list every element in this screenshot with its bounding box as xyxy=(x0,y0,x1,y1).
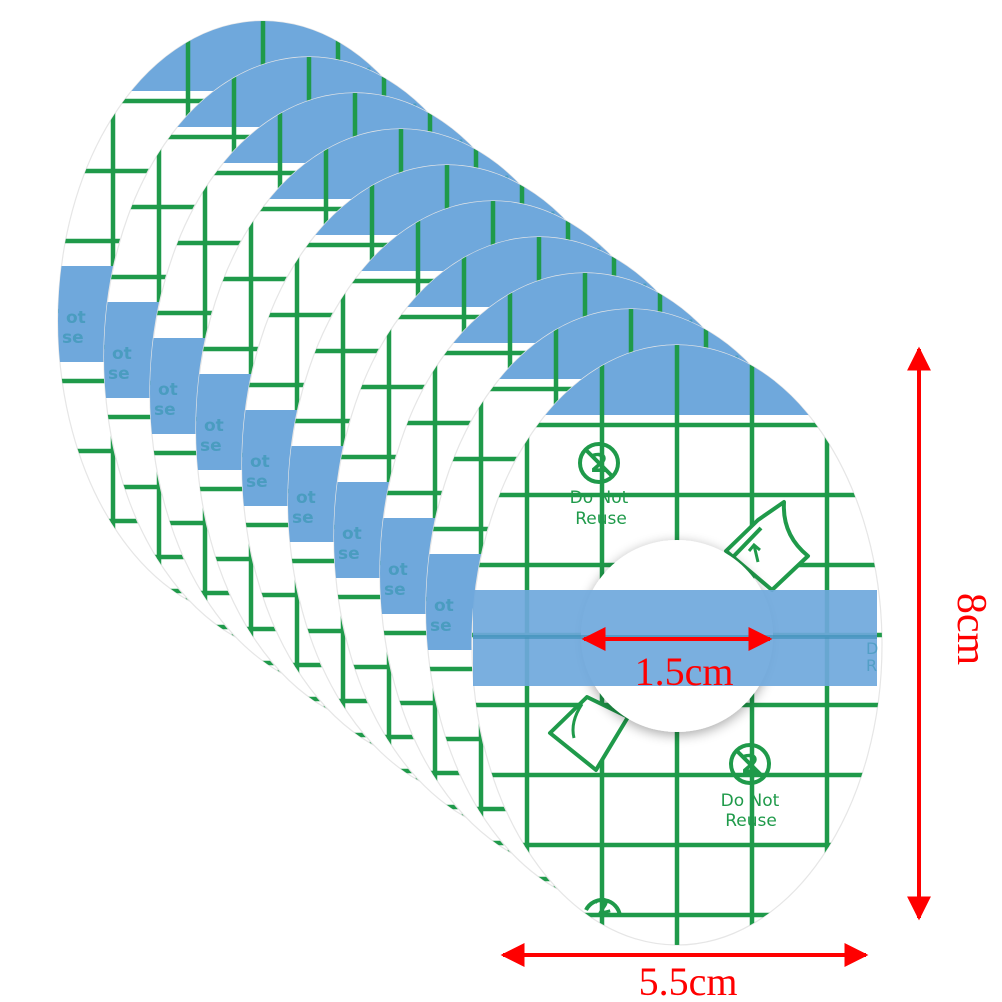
svg-text:2: 2 xyxy=(593,893,614,921)
width-dimension: 5.5cm xyxy=(500,943,869,1002)
do-not-text: Do Not xyxy=(721,791,780,811)
band-fragment-text: ot xyxy=(204,416,224,436)
pad-width-label: 1.5cm xyxy=(635,649,734,694)
no-reuse-label-bottom: 2 Do Not Reuse xyxy=(721,743,780,831)
band-fragment-text: se xyxy=(246,472,268,492)
height-label: 8cm xyxy=(948,593,994,666)
width-label: 5.5cm xyxy=(639,959,738,1002)
no-reuse-icon: 2 xyxy=(578,442,620,484)
band-fragment-text: se xyxy=(430,616,452,636)
reuse-text: Reuse xyxy=(575,509,627,529)
band-fragment-text: ot xyxy=(250,452,270,472)
reuse-text: Reuse xyxy=(725,811,777,831)
band-fragment-text: se xyxy=(384,580,406,600)
front-patch-details: 2 Do Not Reuse 2 Do Not Reuse 2 xyxy=(473,442,878,922)
band-fragment-text: D xyxy=(866,639,878,658)
band-fragment-text: se xyxy=(62,328,84,348)
peel-tab-icon xyxy=(724,500,810,592)
band-fragment-text: ot xyxy=(388,560,408,580)
do-not-text: Do Not xyxy=(570,488,629,508)
height-dimension: 8cm xyxy=(907,346,994,921)
band-fragment-text: se xyxy=(200,436,222,456)
no-reuse-label-top: 2 Do Not Reuse xyxy=(570,442,629,529)
band-fragment-text: ot xyxy=(434,596,454,616)
band-fragment-text: ot xyxy=(296,488,316,508)
band-fragment-text: ot xyxy=(112,344,132,364)
band-fragment-text: se xyxy=(292,508,314,528)
band-fragment-text: se xyxy=(154,400,176,420)
no-reuse-icon: 2 xyxy=(729,743,771,785)
band-fragment-text: ot xyxy=(158,380,178,400)
band-fragment-text: se xyxy=(108,364,130,384)
partial-no-reuse-icon: 2 xyxy=(584,893,622,922)
band-fragment-text: se xyxy=(338,544,360,564)
band-fragment-text: ot xyxy=(342,524,362,544)
band-fragment-text: ot xyxy=(66,308,86,328)
band-fragment-text: R xyxy=(866,656,877,675)
